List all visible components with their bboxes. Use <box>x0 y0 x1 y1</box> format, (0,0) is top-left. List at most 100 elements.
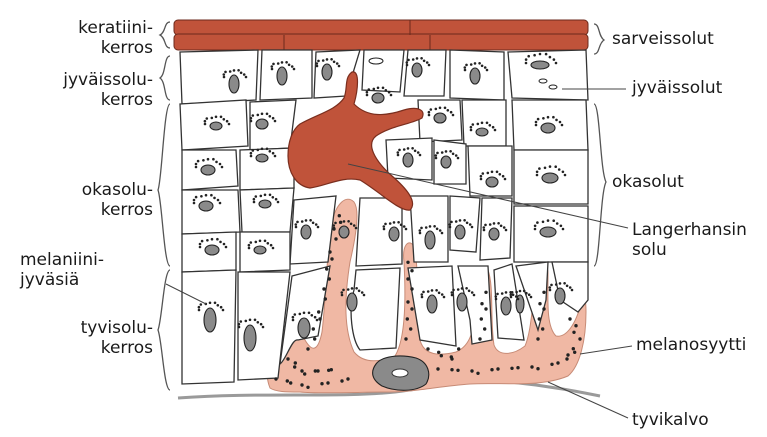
melanin-granule <box>435 157 438 160</box>
melanin-granule <box>210 194 213 197</box>
melanin-granule <box>495 295 498 298</box>
melanin-granule <box>503 226 506 229</box>
melanin-granule <box>204 120 207 123</box>
nucleus <box>347 293 357 311</box>
melanin-granule <box>563 282 566 285</box>
melanosome <box>440 354 443 357</box>
melanin-granule <box>309 219 312 222</box>
melanosome <box>330 257 333 260</box>
melanin-granule <box>419 154 422 157</box>
melanin-granule <box>515 295 518 298</box>
melanin-granule <box>255 241 258 244</box>
melanin-granule <box>257 114 260 117</box>
melanin-granule <box>237 69 240 72</box>
melanin-granule <box>293 68 296 71</box>
keratin-layer <box>174 20 588 50</box>
melanin-granule <box>433 225 436 228</box>
melanin-granule <box>523 290 526 293</box>
melanin-granule <box>252 114 255 117</box>
melanin-granule <box>198 309 201 312</box>
melanin-granule <box>556 222 559 225</box>
melanin-granule <box>274 155 277 158</box>
melanin-granule <box>333 224 336 227</box>
melanin-granule <box>451 291 454 294</box>
melanosome <box>406 317 409 320</box>
melanosome <box>409 327 412 330</box>
melanin-granule <box>275 198 278 201</box>
melanin-granule <box>450 111 453 114</box>
melanin-granule <box>528 293 531 296</box>
melanosome <box>306 386 309 389</box>
melanin-granule <box>333 227 336 230</box>
melanin-granule <box>419 232 422 235</box>
melanin-granule <box>277 62 280 65</box>
melanin-granule <box>217 199 220 202</box>
nucleus <box>455 225 465 239</box>
melanin-granule <box>430 108 433 111</box>
nucleus <box>541 123 555 133</box>
melanin-granule <box>292 316 295 319</box>
melanin-granule <box>219 241 222 244</box>
melanin-granule <box>383 225 386 228</box>
melanin-granule <box>441 293 444 296</box>
melanin-granule <box>421 293 424 296</box>
melanin-granule <box>314 316 317 319</box>
melanin-granule <box>330 58 333 61</box>
melanosome <box>303 372 306 375</box>
melanin-granule <box>537 118 540 121</box>
melanin-granule <box>420 227 423 230</box>
melanin-granule <box>501 292 504 295</box>
nucleus <box>457 293 467 311</box>
melanin-granule <box>536 221 539 224</box>
melanin-granule <box>257 321 260 324</box>
nucleus <box>486 177 498 187</box>
melanosome <box>313 337 316 340</box>
melanin-granule <box>535 121 538 124</box>
melanin-granule <box>305 219 308 222</box>
label-basement-membrane: tyvikalvo <box>632 410 709 430</box>
nucleus <box>489 228 499 240</box>
melanin-granule <box>264 194 267 197</box>
nucleus <box>244 325 256 351</box>
melanin-granule <box>224 71 227 74</box>
melanosome <box>293 365 296 368</box>
melanin-granule <box>216 238 219 241</box>
melanosome <box>289 381 292 384</box>
melanin-granule <box>398 149 401 152</box>
melanin-granule <box>423 60 426 63</box>
melanin-granule <box>569 286 572 289</box>
nucleus <box>256 119 268 129</box>
melanin-granule <box>358 290 361 293</box>
melanin-granule <box>291 65 294 68</box>
melanin-granule <box>445 150 448 153</box>
label-spinous-cells: okasolut <box>612 172 684 192</box>
melanosome <box>316 369 319 372</box>
melanin-granule <box>383 228 386 231</box>
melanosome <box>470 369 473 372</box>
melanin-granule <box>195 166 198 169</box>
nucleus <box>403 153 413 167</box>
melanin-granule <box>525 292 528 295</box>
melanin-granule <box>505 291 508 294</box>
melanin-granule <box>491 171 494 174</box>
melanin-granule <box>562 171 565 174</box>
melanin-granule <box>552 219 555 222</box>
melanin-granule <box>444 107 447 110</box>
nucleus <box>199 201 213 211</box>
melanosome <box>516 366 519 369</box>
melanin-granule <box>412 58 415 61</box>
melanosome <box>480 302 483 305</box>
melanin-granule <box>558 168 561 171</box>
nucleus <box>210 122 222 130</box>
melanosome <box>541 327 544 330</box>
melanosome <box>536 337 539 340</box>
melanin-granule <box>240 72 243 75</box>
melanin-granule <box>393 221 396 224</box>
melanosome <box>480 317 483 320</box>
melanin-granule <box>250 152 253 155</box>
melanin-granule <box>207 158 210 161</box>
nucleus <box>540 227 556 237</box>
melanin-granule <box>261 148 264 151</box>
melanin-granule <box>428 114 431 117</box>
melanin-granule <box>510 296 513 299</box>
